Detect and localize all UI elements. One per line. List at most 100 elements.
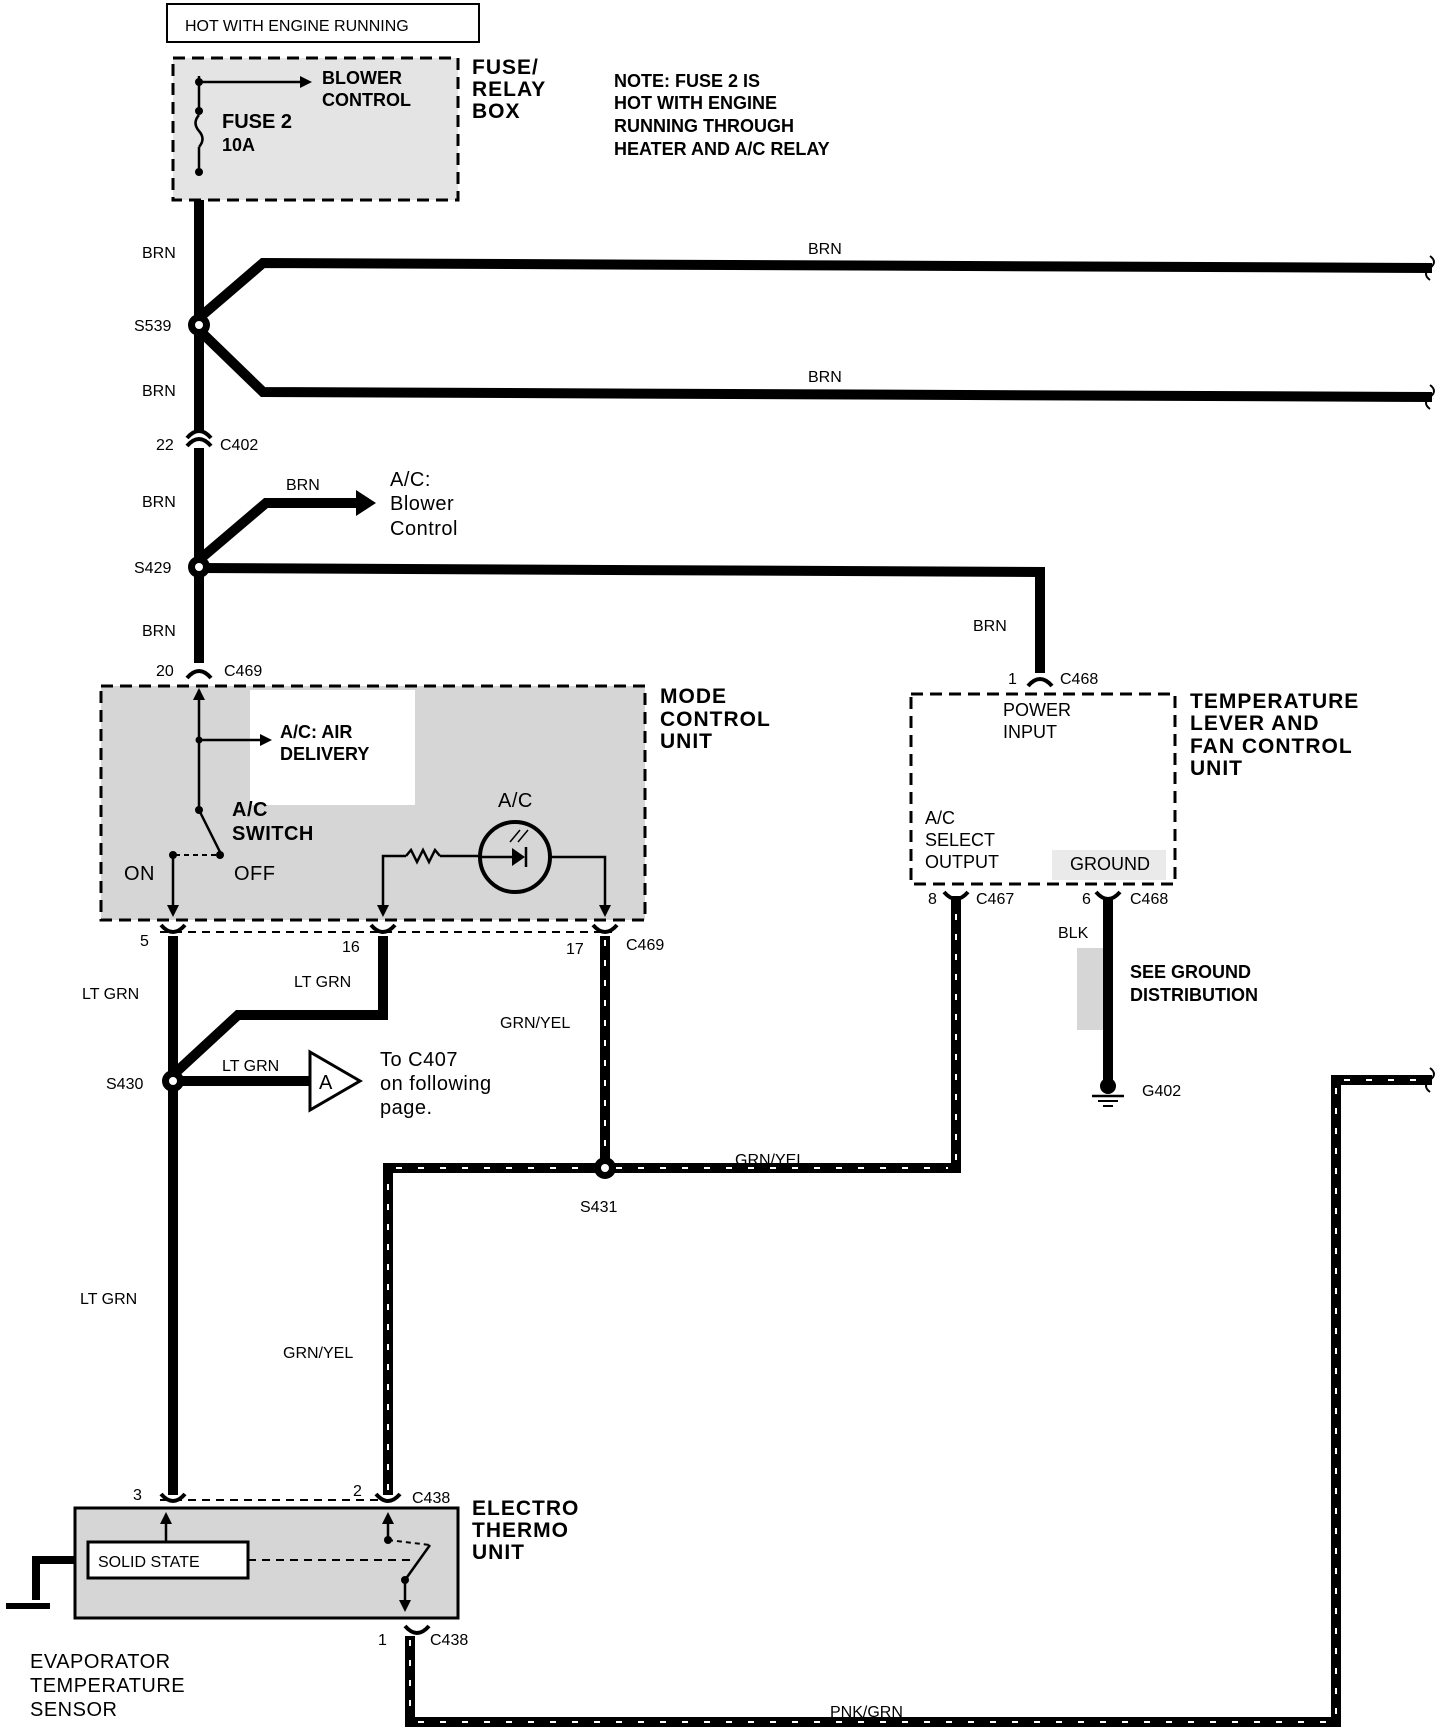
wire-label-ltgrn-1: LT GRN [82, 986, 139, 1003]
offpage-letter: A [319, 1072, 333, 1094]
wire-label-brn-4: BRN [142, 623, 176, 640]
see-ground-1: SEE GROUND [1130, 962, 1251, 982]
electro-thermo-title-1: ELECTRO [472, 1497, 579, 1520]
wire-label-brn-6: BRN [808, 369, 842, 386]
temp-unit-title-1: TEMPERATURE [1190, 690, 1359, 713]
blower-control-line2: CONTROL [322, 90, 411, 110]
power-input-1: POWER [1003, 700, 1071, 720]
fuse-name: FUSE 2 [222, 111, 292, 133]
ac-switch-label-2: SWITCH [232, 823, 314, 845]
air-delivery-2: DELIVERY [280, 744, 369, 764]
c469-pin-17: 17 [566, 941, 584, 958]
see-ground-2: DISTRIBUTION [1130, 985, 1258, 1005]
c468-pin-6: 6 [1082, 891, 1091, 908]
c469-label-bottom: C469 [626, 937, 664, 954]
evaporator-label-3: SENSOR [30, 1699, 117, 1721]
blower-ref-1: A/C: [390, 469, 431, 491]
offpage-text-3: page. [380, 1097, 433, 1119]
wire-label-grnyel-1: GRN/YEL [500, 1015, 570, 1032]
mode-control-title-3: UNIT [660, 730, 713, 753]
connector-c468-ground: 6 C468 [1082, 890, 1168, 908]
blower-control-ref: A/C: Blower Control [390, 469, 458, 540]
air-delivery-1: A/C: AIR [280, 722, 352, 742]
wire-label-brn-3: BRN [142, 494, 176, 511]
electro-thermo-title-3: UNIT [472, 1541, 525, 1564]
c402-pin: 22 [156, 437, 174, 454]
select-output-3: OUTPUT [925, 852, 999, 872]
blower-control-line1: BLOWER [322, 68, 402, 88]
wire-label-blk: BLK [1058, 925, 1089, 942]
wire-label-brn-2: BRN [142, 383, 176, 400]
ac-switch-label-1: A/C [232, 799, 268, 821]
blower-ref-2: Blower [390, 493, 454, 515]
connector-c469-bottom: 5 16 17 C469 [140, 923, 664, 958]
pnk-grn-circuit: 1 C438 PNK/GRN [378, 1067, 1435, 1727]
grn-yel-circuit: S431 GRN/YEL GRN/YEL GRN/YEL [283, 896, 961, 1495]
hot-label: HOT WITH ENGINE RUNNING [185, 18, 409, 35]
mode-control-title-1: MODE [660, 685, 727, 708]
c438-label-bottom: C438 [430, 1632, 468, 1649]
temp-unit-title-4: UNIT [1190, 757, 1243, 780]
fuse-relay-box-title-2: RELAY [472, 78, 546, 101]
electro-thermo-title-2: THERMO [472, 1519, 569, 1542]
brn-trunk [194, 200, 1435, 673]
ground-label: GROUND [1070, 854, 1150, 874]
blower-ref-3: Control [390, 518, 458, 540]
c467-label: C467 [976, 891, 1014, 908]
c468-label-top: C468 [1060, 671, 1098, 688]
wire-label-grnyel-3: GRN/YEL [283, 1345, 353, 1362]
wire-label-brn-7: BRN [286, 477, 320, 494]
power-input-2: INPUT [1003, 722, 1057, 742]
wire-label-pnkgrn: PNK/GRN [830, 1704, 903, 1721]
wire-label-grnyel-2: GRN/YEL [735, 1152, 805, 1169]
c467-pin-8: 8 [928, 891, 937, 908]
switch-off-label: OFF [234, 863, 276, 885]
wire-label-ltgrn-4: LT GRN [80, 1291, 137, 1308]
note-line-1: NOTE: FUSE 2 IS [614, 71, 760, 91]
wire-label-brn-1: BRN [142, 245, 176, 262]
hot-label-box: HOT WITH ENGINE RUNNING [166, 3, 480, 43]
fuse-icon [194, 114, 204, 148]
offpage-text-2: on following [380, 1073, 492, 1095]
c438-pin-3: 3 [133, 1487, 142, 1504]
wire-label-brn-8: BRN [973, 618, 1007, 635]
electro-thermo-unit: 3 2 C438 SOLID STATE [73, 1483, 460, 1620]
switch-on-label: ON [124, 863, 155, 885]
note-line-3: RUNNING THROUGH [614, 116, 794, 136]
select-output-2: SELECT [925, 830, 995, 850]
ac-switch-blade [197, 809, 222, 853]
fuse-relay-box: BLOWER CONTROL FUSE 2 10A [171, 56, 460, 202]
blk-ground-wire: BLK SEE GROUND DISTRIBUTION G402 [1058, 898, 1258, 1107]
resistor-icon [405, 847, 441, 865]
note-line-4: HEATER AND A/C RELAY [614, 139, 830, 159]
c438-label-top: C438 [412, 1490, 450, 1507]
temp-fan-control-unit: 1 C468 POWER INPUT A/C SELECT OUTPUT GRO… [909, 671, 1177, 886]
evaporator-ground [6, 1556, 75, 1609]
splice-s539: S539 [134, 314, 210, 336]
temp-unit-title-2: LEVER AND [1190, 712, 1320, 735]
mode-control-title-2: CONTROL [660, 708, 771, 731]
c469-pin-in: 20 [156, 663, 174, 680]
ac-indicator-label: A/C [498, 790, 533, 812]
wire-label-ltgrn-2: LT GRN [294, 974, 351, 991]
s429-label: S429 [134, 560, 171, 577]
s431-label: S431 [580, 1199, 617, 1216]
select-output-1: A/C [925, 808, 955, 828]
g402-label: G402 [1142, 1083, 1181, 1100]
wire-label-ltgrn-3: LT GRN [222, 1058, 279, 1075]
fuse-note: NOTE: FUSE 2 IS HOT WITH ENGINE RUNNING … [614, 71, 830, 159]
c402-label: C402 [220, 437, 258, 454]
c468-pin-1: 1 [1008, 671, 1017, 688]
offpage-triangle-icon [308, 1049, 363, 1113]
ground-icon [1100, 1078, 1116, 1094]
lt-grn-circuit: S430 LT GRN LT GRN LT GRN LT GRN [80, 936, 388, 1495]
s430-label: S430 [106, 1076, 143, 1093]
wire-label-brn-5: BRN [808, 241, 842, 258]
fuse-relay-box-title-1: FUSE/ [472, 56, 539, 79]
offpage-connector-a: A To C407 on following page. [308, 1049, 492, 1119]
c469-pin-5: 5 [140, 933, 149, 950]
c438-pin-2: 2 [353, 1483, 362, 1500]
c468-label-bottom: C468 [1130, 891, 1168, 908]
solid-state-label: SOLID STATE [98, 1554, 200, 1571]
